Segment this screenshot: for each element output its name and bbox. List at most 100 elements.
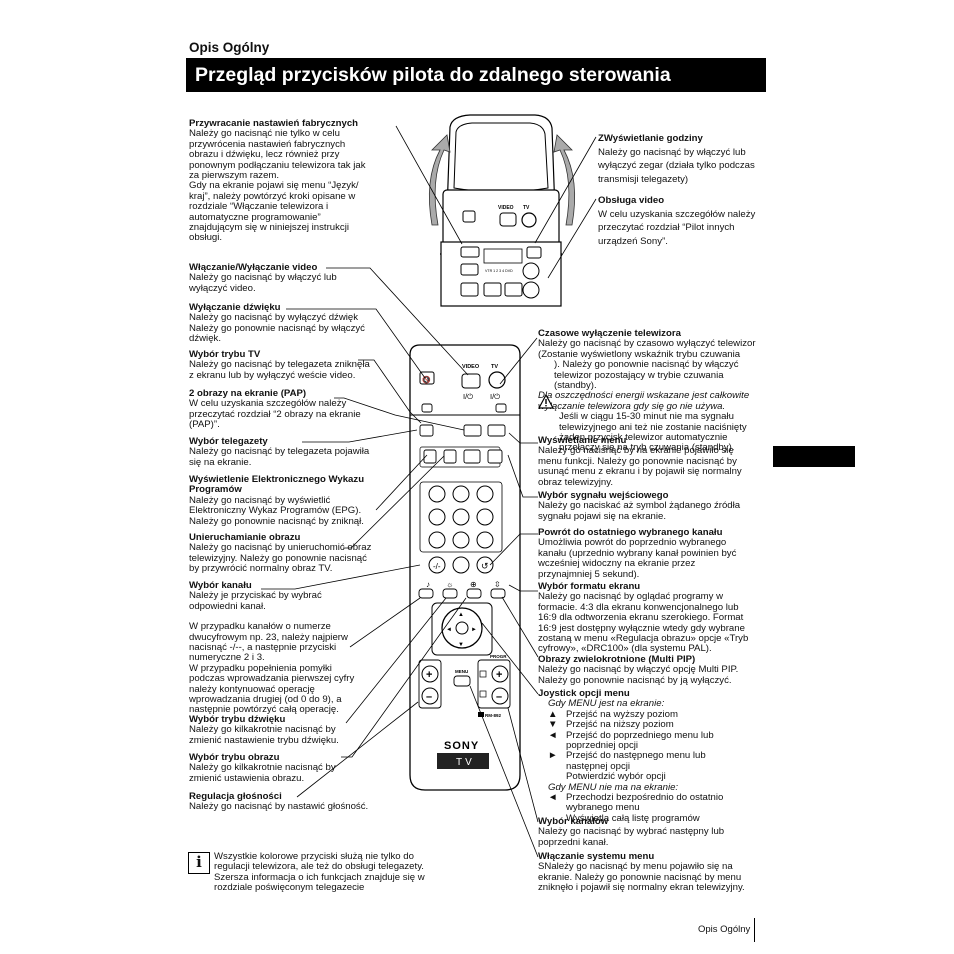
clock-body: Należy go nacisnąć by włączyć lub wyłącz… [598, 146, 755, 185]
tv-panel-label: TV [456, 757, 475, 768]
program-select-title: Wybór kanałów [538, 816, 609, 827]
picture-mode-note: Wybór trybu obrazu Należy go kilkakrotni… [189, 752, 389, 784]
mute-body: Należy go nacisnąć by wyłączyć dźwięk Na… [189, 312, 365, 345]
model-label: RM-892 [485, 713, 502, 718]
mute-title: Wyłączanie dźwięku [189, 302, 281, 313]
svg-text:⇳: ⇳ [494, 580, 501, 589]
picture-mode-body: Należy go kilkakrotnie nacisnąć by zmien… [189, 762, 336, 784]
svg-text:↺: ↺ [481, 561, 489, 571]
program-select-body: Należy go nacisnąć by wybrać następny lu… [538, 826, 725, 848]
sound-mode-body: Należy go kilkakrotnie nacisnąć by zmien… [189, 724, 339, 746]
mute-note: Wyłączanie dźwięku Należy go nacisnąć by… [189, 302, 389, 345]
channel-select-note: Wybór kanału Należy je przyciskać by wyb… [189, 580, 389, 716]
video-label: VIDEO [462, 364, 480, 370]
sleep-title: Czasowe wyłączenie telewizora [538, 328, 681, 339]
list-item: ◄Przechodzi bezpośrednio do ostatnio wyb… [548, 792, 724, 824]
screen-format-note: Wybór formatu ekranu Należy go nacisnąć … [538, 581, 768, 655]
remote-main-illustration: VIDEO TV 🔇 I/⏻ I/⏻ -/- ↺ [409, 344, 521, 791]
svg-text:+: + [496, 669, 502, 681]
factory-reset-note: Przywracanie nastawień fabrycznych Należ… [189, 118, 389, 244]
tv-mode-title: Wybór trybu TV [189, 349, 261, 360]
pap-body: W celu uzyskania szczegółów należy przec… [189, 398, 361, 431]
top-tv-label: TV [523, 205, 530, 211]
svg-text:🔇: 🔇 [422, 375, 431, 384]
epg-body: Należy go nacisnąć by wyświetlić Elektro… [189, 494, 364, 527]
freeze-body: Należy go nacisnąć by unieruchomić obraz… [189, 542, 372, 575]
volume-note: Regulacja głośności Należy go nacisnąć b… [189, 791, 409, 813]
svg-text:I/⏻: I/⏻ [490, 392, 501, 401]
list-item: ►Przejść do następnego menu lub następne… [548, 750, 706, 772]
system-menu-title: Włączanie systemu menu [538, 851, 655, 862]
screen-format-title: Wybór formatu ekranu [538, 581, 641, 592]
section-title: Opis Ogólny [189, 40, 270, 55]
page-title: Przegląd przycisków pilota do zdalnego s… [186, 58, 766, 92]
input-select-body: Należy go naciskać aż symbol żądanego źr… [538, 500, 741, 522]
return-channel-note: Powrót do ostatniego wybranego kanału Um… [538, 527, 768, 580]
video-ops-body: W celu uzyskania szczegółów należy przec… [598, 208, 756, 247]
joystick-title: Joystick opcji menu [538, 688, 630, 699]
video-onoff-note: Włączanie/Wyłączanie video Należy go nac… [189, 262, 389, 294]
multi-pip-body: Należy go nacisnąć by włączyć opcję Mult… [538, 664, 739, 686]
joystick-list-menu-on: ▲Przejść na wyższy poziom ▼Przejść na ni… [538, 709, 768, 783]
joystick-note: Joystick opcji menu Gdy MENU jest na ekr… [538, 688, 768, 824]
sleep-body-b: ). Należy go ponownie nacisnąć by włączy… [554, 359, 739, 392]
vtr-switch-label: VTR 1 2 3 4 DVD [485, 269, 513, 273]
menu-display-body: Należy go nacisnąć by na ekranie pojawił… [538, 445, 742, 488]
joystick-sub-menu-off: Gdy MENU nie ma na ekranie: [548, 781, 679, 793]
video-onoff-title: Włączanie/Wyłączanie video [189, 262, 318, 273]
sleep-body-a: Należy go nacisnąć by czasowo wyłączyć t… [538, 338, 756, 360]
svg-text:–: – [496, 691, 502, 703]
system-menu-note: Włączanie systemu menu SNależy go nacisn… [538, 851, 768, 894]
teletext-body: Należy go nacisnąć by telegazeta pojawił… [189, 446, 370, 468]
epg-note: Wyświetlenie Elektronicznego Wykazu Prog… [189, 474, 389, 527]
tv-mode-body: Należy go nacisnąć by telegazeta zniknęł… [189, 359, 370, 381]
joystick-list-menu-off: ◄Przechodzi bezpośrednio do ostatnio wyb… [538, 792, 768, 824]
channel-select-body: Należy je przyciskać by wybrać odpowiedn… [189, 590, 322, 612]
menu-display-note: Wyświetlanie menu Należy go nacisnąć by … [538, 435, 768, 488]
list-item: ◄Przejść do poprzedniego menu lub poprze… [548, 729, 714, 752]
svg-text:►: ► [471, 627, 477, 633]
color-keys-note-text: Wszystkie kolorowe przyciski służą nie t… [214, 851, 425, 894]
svg-text:-/-: -/- [433, 562, 441, 571]
sleep-note: Czasowe wyłączenie telewizora Należy go … [538, 328, 768, 454]
remote-top-illustration: VIDEO TV VTR 1 2 3 4 DVD [428, 114, 576, 307]
input-select-note: Wybór sygnału wejściowego Należy go naci… [538, 490, 768, 522]
color-keys-note: Wszystkie kolorowe przyciski służą nie t… [214, 851, 454, 894]
joystick-sub-menu-on: Gdy MENU jest na ekranie: [548, 698, 665, 710]
clock-title: ZWyświetlanie godziny [598, 133, 703, 144]
clock-note: ZWyświetlanie godziny Należy go nacisnąć… [598, 132, 778, 186]
svg-text:◄: ◄ [446, 627, 452, 633]
factory-reset-title: Przywracanie nastawień fabrycznych [189, 118, 359, 129]
volume-title: Regulacja głośności [189, 791, 282, 802]
volume-body: Należy go nacisnąć by nastawić głośność. [189, 801, 369, 813]
svg-text:▲: ▲ [458, 612, 464, 618]
svg-text:⊕: ⊕ [470, 580, 477, 589]
input-select-title: Wybór sygnału wejściowego [538, 490, 669, 501]
pap-note: 2 obrazy na ekranie (PAP) W celu uzyskan… [189, 388, 389, 431]
svg-text:I/⏻: I/⏻ [463, 392, 474, 401]
sleep-warning: Jeśli w ciągu 15-30 minut nie ma sygnału… [559, 411, 747, 454]
program-select-note: Wybór kanałów Należy go nacisnąć by wybr… [538, 816, 768, 848]
multi-pip-note: Obrazy zwielokrotnione (Multi PIP) Należ… [538, 654, 768, 686]
picture-mode-title: Wybór trybu obrazu [189, 752, 280, 763]
svg-text:▼: ▼ [458, 642, 464, 648]
sound-mode-note: Wybór trybu dźwięku Należy go kilkakrotn… [189, 714, 389, 746]
system-menu-body: SNależy go nacisnąć by menu pojawiło się… [538, 861, 745, 894]
return-channel-body: Umożliwia powrót do poprzednio wybranego… [538, 537, 737, 580]
epg-title: Wyświetlenie Elektronicznego Wykazu Prog… [189, 474, 365, 496]
warning-icon [538, 394, 554, 409]
teletext-note: Wybór telegazety Należy go nacisnąć by t… [189, 436, 389, 468]
footer-divider [754, 918, 755, 942]
teletext-title: Wybór telegazety [189, 436, 268, 447]
pap-title: 2 obrazy na ekranie (PAP) [189, 388, 307, 399]
list-item: Potwierdzić wybór opcji [566, 771, 666, 783]
tv-label: TV [491, 364, 498, 370]
sound-mode-title: Wybór trybu dźwięku [189, 714, 286, 725]
sleep-body-italic: Dla oszczędności energii wskazane jest c… [538, 390, 750, 412]
freeze-title: Unieruchamianie obrazu [189, 532, 301, 543]
list-item: ▼Przejść na niższy poziom [548, 719, 674, 731]
svg-text:–: – [426, 691, 432, 703]
return-channel-title: Powrót do ostatniego wybranego kanału [538, 527, 723, 538]
footer-section-label: Opis Ogólny [698, 924, 751, 935]
